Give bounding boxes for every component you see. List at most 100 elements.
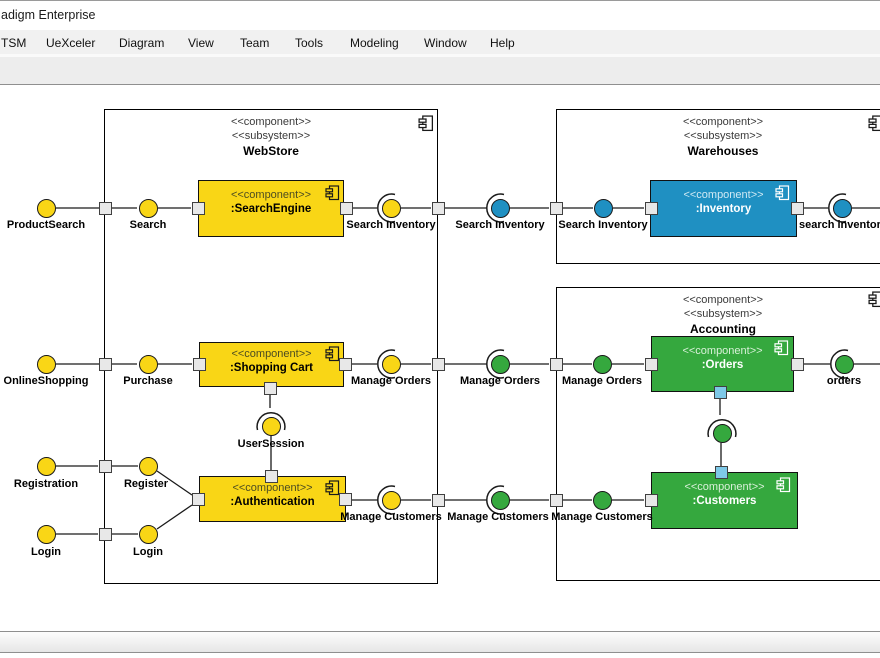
interface-ball-manageorders-ws[interactable]	[381, 354, 401, 374]
accounting-stereotype-subsystem: <<subsystem>>	[683, 308, 763, 320]
port-webstore-login[interactable]	[98, 527, 112, 541]
port-shoppingcart-bottom[interactable]	[263, 381, 277, 395]
port-accounting-manageorders[interactable]	[549, 357, 563, 371]
inventory-name: :Inventory	[695, 203, 752, 215]
interface-label[interactable]: orders	[826, 375, 862, 387]
warehouses-name: Warehouses	[687, 144, 759, 158]
interface-ball-orders-customers[interactable]	[712, 423, 732, 443]
interface-ball-login-out[interactable]	[36, 524, 56, 544]
component-searchengine[interactable]: <<component>> :SearchEngine	[198, 180, 344, 237]
component-customers[interactable]: <<component>> :Customers	[651, 472, 798, 529]
accounting-stereotype-component: <<component>>	[682, 294, 764, 306]
interface-ball-usersession[interactable]	[261, 416, 281, 436]
customers-name: :Customers	[692, 495, 757, 507]
interface-label[interactable]: UserSession	[237, 438, 305, 450]
interface-ball-searchinventory-ws[interactable]	[381, 198, 401, 218]
port-webstore-managecustomers[interactable]	[431, 493, 445, 507]
port-webstore-searchinventory[interactable]	[431, 201, 445, 215]
interface-label[interactable]: Registration	[13, 478, 79, 490]
subsystem-warehouses[interactable]: <<component>> <<subsystem>> Warehouses	[556, 109, 880, 264]
port-authentication-left[interactable]	[191, 492, 205, 506]
port-searchengine-right[interactable]	[339, 201, 353, 215]
menu-item-diagram[interactable]: Diagram	[119, 36, 165, 50]
port-webstore-register[interactable]	[98, 459, 112, 473]
interface-ball-register[interactable]	[138, 456, 158, 476]
shoppingcart-stereotype: <<component>>	[231, 348, 312, 360]
interface-ball-searchinventory-right[interactable]	[832, 198, 852, 218]
orders-stereotype: <<component>>	[682, 345, 763, 357]
interface-label[interactable]: ProductSearch	[6, 219, 86, 231]
port-webstore-purchase[interactable]	[98, 357, 112, 371]
component-shoppingcart[interactable]: <<component>> :Shopping Cart	[199, 342, 344, 387]
port-webstore-manageorders[interactable]	[431, 357, 445, 371]
port-orders-bottom-delegate[interactable]	[713, 385, 727, 399]
interface-label[interactable]: Manage Customers	[551, 511, 653, 523]
component-icon	[325, 185, 340, 201]
menu-item-tsm[interactable]: TSM	[1, 36, 27, 50]
interface-label[interactable]: Manage Orders	[350, 375, 432, 387]
interface-ball-managecustomers-ac[interactable]	[592, 490, 612, 510]
port-orders-right[interactable]	[790, 357, 804, 371]
interface-label[interactable]: Manage Customers	[340, 511, 442, 523]
component-icon	[418, 115, 434, 132]
port-searchengine-left[interactable]	[191, 201, 205, 215]
port-inventory-left[interactable]	[644, 201, 658, 215]
menu-bar: TSM UeXceler Diagram View Team Tools Mod…	[0, 30, 880, 54]
searchengine-name: :SearchEngine	[230, 203, 312, 215]
component-inventory[interactable]: <<component>> :Inventory	[650, 180, 797, 237]
port-authentication-top[interactable]	[264, 469, 278, 483]
component-orders[interactable]: <<component>> :Orders	[651, 336, 794, 392]
interface-ball-managecustomers-ws[interactable]	[381, 490, 401, 510]
port-inventory-right[interactable]	[790, 201, 804, 215]
interface-ball-productsearch[interactable]	[36, 198, 56, 218]
customers-stereotype: <<component>>	[684, 481, 765, 493]
interface-label[interactable]: Manage Customers	[447, 511, 549, 523]
interface-label[interactable]: Search Inventory	[346, 219, 436, 231]
interface-ball-managecustomers-mid[interactable]	[490, 490, 510, 510]
port-customers-top-delegate[interactable]	[714, 465, 728, 479]
menu-item-view[interactable]: View	[188, 36, 214, 50]
port-authentication-right[interactable]	[338, 492, 352, 506]
interface-ball-registration[interactable]	[36, 456, 56, 476]
inventory-stereotype: <<component>>	[683, 189, 764, 201]
interface-label[interactable]: Login	[133, 546, 163, 558]
interface-ball-manageorders-ac[interactable]	[592, 354, 612, 374]
interface-ball-searchinventory-wh[interactable]	[593, 198, 613, 218]
menu-item-team[interactable]: Team	[240, 36, 270, 50]
component-icon	[325, 346, 340, 362]
interface-label[interactable]: Login	[31, 546, 61, 558]
interface-label[interactable]: Search Inventory	[558, 219, 648, 231]
menu-item-tools[interactable]: Tools	[295, 36, 324, 50]
interface-label[interactable]: Search Inventory	[455, 219, 545, 231]
interface-ball-searchinventory-mid[interactable]	[490, 198, 510, 218]
port-webstore-search[interactable]	[98, 201, 112, 215]
interface-label[interactable]: Manage Orders	[561, 375, 643, 387]
menu-item-help[interactable]: Help	[490, 36, 515, 50]
interface-label[interactable]: Search	[129, 219, 167, 231]
port-customers-left[interactable]	[644, 493, 658, 507]
port-orders-left[interactable]	[644, 357, 658, 371]
accounting-name: Accounting	[690, 322, 756, 336]
interface-label[interactable]: Register	[123, 478, 169, 490]
interface-ball-search[interactable]	[138, 198, 158, 218]
menu-item-uexceler[interactable]: UeXceler	[46, 36, 96, 50]
interface-label[interactable]: search inventory	[798, 219, 880, 231]
interface-label[interactable]: Purchase	[123, 375, 173, 387]
port-warehouses-left[interactable]	[549, 201, 563, 215]
port-accounting-managecustomers[interactable]	[549, 493, 563, 507]
port-shoppingcart-right[interactable]	[338, 357, 352, 371]
menu-item-window[interactable]: Window	[424, 36, 467, 50]
interface-ball-orders-right[interactable]	[834, 354, 854, 374]
searchengine-stereotype: <<component>>	[230, 189, 312, 201]
interface-ball-login-in[interactable]	[138, 524, 158, 544]
menu-item-modeling[interactable]: Modeling	[350, 36, 399, 50]
warehouses-stereotype-subsystem: <<subsystem>>	[683, 130, 763, 142]
interface-ball-onlineshopping[interactable]	[36, 354, 56, 374]
interface-label[interactable]: OnlineShopping	[3, 375, 89, 387]
component-authentication[interactable]: <<component>> :Authentication	[199, 476, 346, 522]
interface-ball-purchase[interactable]	[138, 354, 158, 374]
component-icon	[868, 291, 880, 308]
interface-label[interactable]: Manage Orders	[459, 375, 541, 387]
interface-ball-manageorders-mid[interactable]	[490, 354, 510, 374]
port-shoppingcart-left[interactable]	[192, 357, 206, 371]
